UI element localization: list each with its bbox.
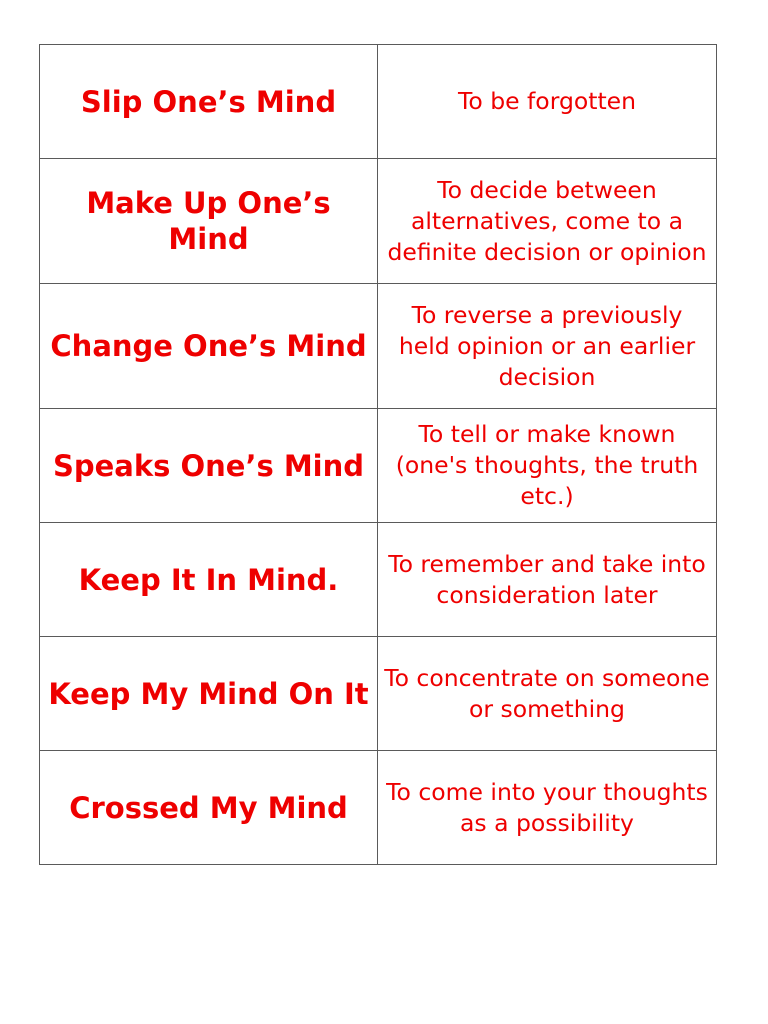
table-row: Keep My Mind On It To concentrate on som…	[39, 636, 717, 751]
idiom-meaning: To tell or make known (one's thoughts, t…	[377, 408, 717, 523]
idiom-phrase: Keep It In Mind.	[39, 522, 378, 637]
table-row: Slip One’s Mind To be forgotten	[39, 44, 717, 159]
idiom-phrase: Change One’s Mind	[39, 283, 378, 409]
idiom-meaning: To come into your thoughts as a possibil…	[377, 750, 717, 865]
table-row: Make Up One’s Mind To decide between alt…	[39, 158, 717, 284]
idiom-phrase: Slip One’s Mind	[39, 44, 378, 159]
idiom-phrase: Speaks One’s Mind	[39, 408, 378, 523]
idiom-phrase: Crossed My Mind	[39, 750, 378, 865]
idiom-meaning: To remember and take into consideration …	[377, 522, 717, 637]
table-row: Change One’s Mind To reverse a previousl…	[39, 283, 717, 409]
idiom-meaning: To reverse a previously held opinion or …	[377, 283, 717, 409]
idiom-phrase: Keep My Mind On It	[39, 636, 378, 751]
table-row: Keep It In Mind. To remember and take in…	[39, 522, 717, 637]
table-row: Speaks One’s Mind To tell or make known …	[39, 408, 717, 523]
table-row: Crossed My Mind To come into your though…	[39, 750, 717, 865]
idiom-meaning: To concentrate on someone or something	[377, 636, 717, 751]
idiom-table: Slip One’s Mind To be forgotten Make Up …	[39, 44, 717, 865]
idiom-meaning: To decide between alternatives, come to …	[377, 158, 717, 284]
idiom-phrase: Make Up One’s Mind	[39, 158, 378, 284]
idiom-meaning: To be forgotten	[377, 44, 717, 159]
